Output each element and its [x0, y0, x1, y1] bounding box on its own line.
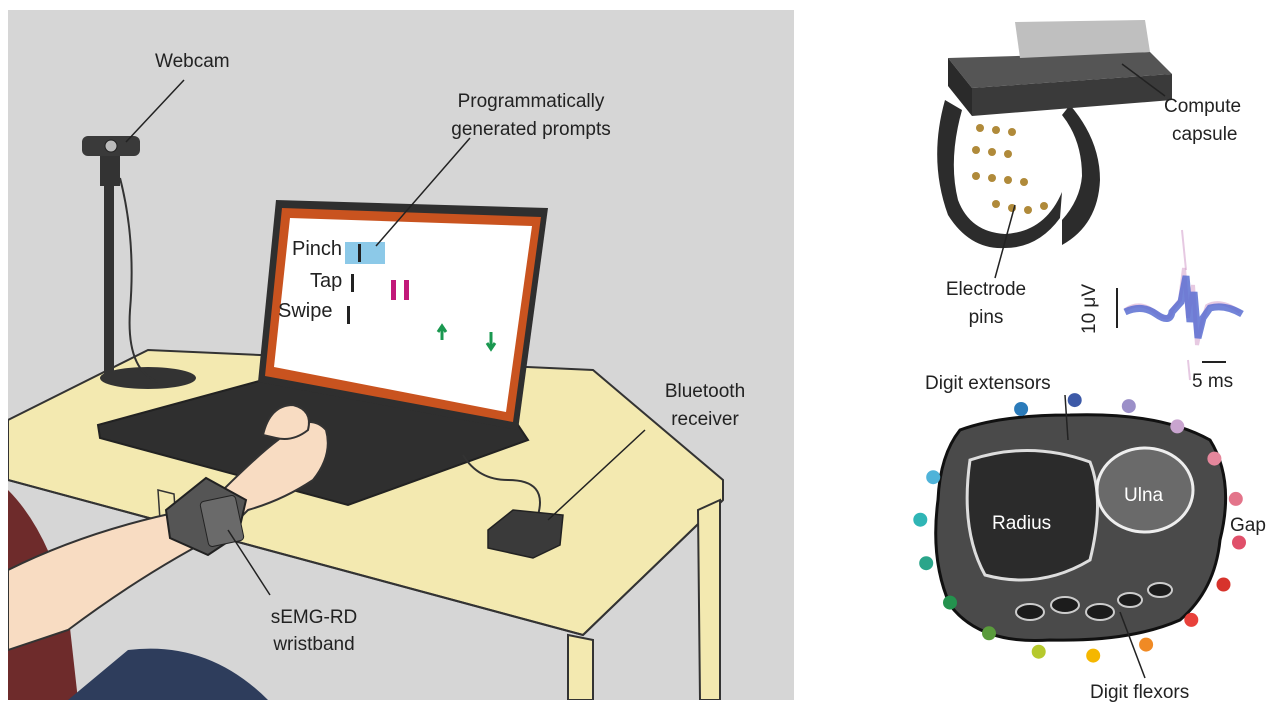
- pants: [68, 648, 268, 700]
- label-prompts-line1: Programmatically: [457, 91, 605, 112]
- label-time-scale: 5 ms: [1192, 371, 1234, 392]
- tap-marker: [391, 280, 396, 300]
- cursor-marker: [351, 274, 354, 292]
- swipe-down-arrow-icon: [485, 332, 497, 352]
- semg-trace: [1123, 229, 1244, 381]
- band-segments-left: [937, 100, 1062, 249]
- electrode-dot: [1228, 491, 1243, 506]
- laptop-screen: [274, 218, 532, 412]
- electrode-dot: [913, 512, 928, 527]
- label-webcam: Webcam: [155, 51, 230, 72]
- setup-illustration: Pinch Tap Swipe: [7, 10, 794, 701]
- electrode-dot: [943, 595, 957, 610]
- wristband-leader-line: [227, 529, 271, 596]
- label-compute-line2: capsule: [1172, 124, 1238, 145]
- label-amplitude-scale: 10 μV: [1079, 283, 1100, 334]
- label-prompts-line2: generated prompts: [451, 119, 611, 140]
- electrode-dot: [1031, 644, 1046, 659]
- capsule-lid: [1015, 20, 1150, 58]
- ulna-bone: [1095, 446, 1195, 534]
- screen-prompt-swipe: Swipe: [278, 300, 332, 322]
- cursor-marker: [358, 244, 361, 262]
- electrode-dot: [1170, 419, 1185, 434]
- band-segments-right: [1062, 105, 1100, 245]
- label-radius: Radius: [992, 513, 1052, 534]
- electrode-dot: [1067, 393, 1082, 408]
- electrode-dot: [1139, 637, 1154, 652]
- extensors-leader-line: [1064, 394, 1069, 441]
- electrode-dot: [1207, 451, 1222, 466]
- prompts-leader-line: [375, 137, 471, 247]
- capsule-side: [948, 58, 972, 116]
- band-inner: [946, 108, 1070, 232]
- webcam-pole: [104, 185, 114, 375]
- wristband-capsule: [199, 495, 245, 547]
- webcam-lens: [104, 139, 118, 153]
- label-bluetooth-line1: Bluetooth: [664, 381, 746, 402]
- label-electrode-line1: Electrode: [945, 279, 1027, 300]
- forearm-hand: [7, 421, 329, 652]
- label-wristband-line1: sEMG-RD: [270, 607, 358, 628]
- electrode-dot: [1014, 402, 1029, 416]
- electrode-dot: [1216, 577, 1231, 592]
- receiver-cable: [462, 454, 541, 516]
- flexors-leader-line: [1119, 611, 1146, 679]
- electrode-leader-line: [994, 204, 1016, 279]
- device-anatomy-panel: [800, 0, 1280, 720]
- label-wristband-line2: wristband: [273, 634, 355, 655]
- label-gap: Gap: [1230, 515, 1266, 536]
- electrode-dot: [1184, 612, 1199, 627]
- cursor-marker: [347, 306, 350, 324]
- setup-scene: Pinch Tap Swipe: [7, 10, 794, 701]
- prompt-highlight: [345, 242, 385, 264]
- label-flexors: Digit flexors: [1090, 682, 1190, 703]
- capsule-front: [972, 74, 1172, 116]
- screen-prompt-pinch: Pinch: [292, 238, 342, 260]
- label-bluetooth-line2: receiver: [671, 409, 739, 430]
- table-leg-front: [567, 633, 594, 701]
- device-anatomy-graphic: [913, 20, 1246, 679]
- tap-marker: [404, 280, 409, 300]
- electrode-pins: [972, 124, 1048, 214]
- table-leg-right: [696, 498, 721, 701]
- label-ulna: Ulna: [1124, 485, 1164, 506]
- radius-bone: [965, 449, 1099, 582]
- capsule-top: [948, 52, 1172, 88]
- label-extensors: Digit extensors: [925, 373, 1051, 394]
- electrode-dot: [1121, 399, 1136, 414]
- electrode-dot: [926, 470, 941, 485]
- webcam-base: [100, 367, 196, 389]
- receiver-leader-line: [547, 429, 646, 521]
- webcam-leader-line: [125, 79, 185, 143]
- screen-prompt-tap: Tap: [310, 270, 342, 292]
- flexor-tendons: [1015, 582, 1173, 621]
- label-electrode-line2: pins: [968, 307, 1004, 328]
- compute-leader-line: [1121, 63, 1166, 97]
- swipe-up-arrow-icon: [436, 323, 448, 340]
- webcam-mount: [100, 156, 120, 186]
- electrode-dot: [982, 626, 996, 641]
- electrode-dot: [919, 556, 934, 571]
- electrode-dot: [1086, 648, 1101, 663]
- fist: [261, 403, 310, 440]
- electrode-ring: [913, 393, 1246, 663]
- webcam-cable: [119, 177, 159, 383]
- bluetooth-receiver: [487, 509, 564, 559]
- label-compute-line1: Compute: [1164, 96, 1242, 117]
- electrode-dot: [1232, 535, 1246, 550]
